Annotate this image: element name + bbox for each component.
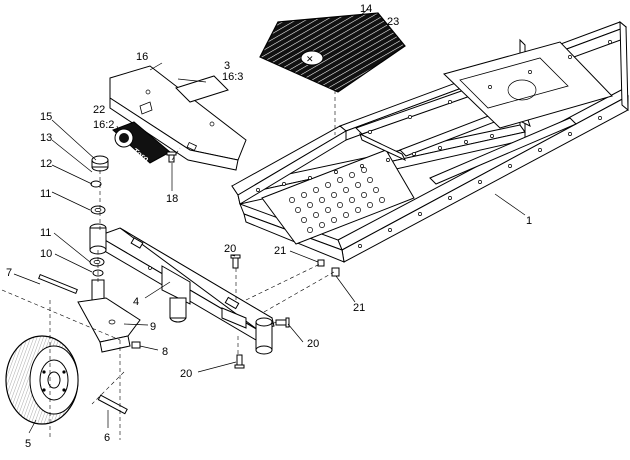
bolt-21b (331, 267, 340, 277)
floor-pan-holes (289, 167, 385, 233)
callout-4: 4 (133, 296, 139, 308)
callout-18: 18 (166, 193, 178, 205)
callout-6: 6 (104, 432, 110, 444)
callout-14: 14 (360, 3, 372, 15)
floor-mat: ✕ (259, 12, 406, 93)
bearing-lower (89, 257, 105, 267)
callout-15: 15 (40, 111, 52, 123)
bolt-20a (230, 254, 241, 269)
callout-12: 12 (40, 158, 52, 170)
decal (175, 75, 229, 103)
callout-9: 9 (150, 321, 156, 333)
callout-23: 23 (387, 16, 399, 28)
bolt-21a (317, 259, 325, 267)
callout-21-upper: 21 (274, 245, 286, 257)
assembly-lines (1, 90, 336, 440)
callout-21-lower: 21 (353, 302, 365, 314)
caster-fork (77, 279, 141, 353)
callout-8: 8 (162, 346, 168, 358)
bolt-20c (234, 354, 245, 369)
nut-8 (131, 341, 141, 349)
logo-decal: Toro (112, 121, 171, 164)
wheel-assembly (5, 335, 79, 425)
callout-10: 10 (40, 248, 52, 260)
callout-20-top: 20 (224, 243, 236, 255)
callout-20-right: 20 (307, 338, 319, 350)
nut (90, 180, 102, 188)
callout-5: 5 (25, 438, 31, 450)
callout-22: 22 (93, 104, 105, 116)
callout-1: 1 (526, 215, 532, 227)
long-bolt (38, 274, 78, 294)
bolt-20b (275, 317, 290, 328)
callout-3: 3 (224, 60, 230, 72)
callout-11-lower: 11 (40, 227, 51, 239)
svg-text:✕: ✕ (306, 54, 314, 64)
callout-labels: 1 3 16:3 14 23 16 22 16:2 18 15 13 12 11… (6, 3, 532, 450)
callout-11-upper: 11 (40, 188, 51, 200)
front-axle (89, 223, 275, 355)
bearing-upper (90, 205, 106, 215)
callout-20-bottom: 20 (180, 368, 192, 380)
screw (166, 151, 177, 163)
callout-13: 13 (40, 132, 52, 144)
dust-cap (91, 155, 109, 172)
wheel-axle-bolt (97, 394, 128, 415)
front-cover-panel (109, 65, 247, 171)
rail-holes (256, 40, 612, 248)
callout-7: 7 (6, 267, 12, 279)
callout-16: 16 (136, 51, 148, 63)
main-frame (231, 20, 629, 263)
callout-16-2: 16:2 (93, 119, 114, 131)
callout-16-3: 16:3 (222, 71, 243, 83)
leader-lines (13, 8, 526, 434)
